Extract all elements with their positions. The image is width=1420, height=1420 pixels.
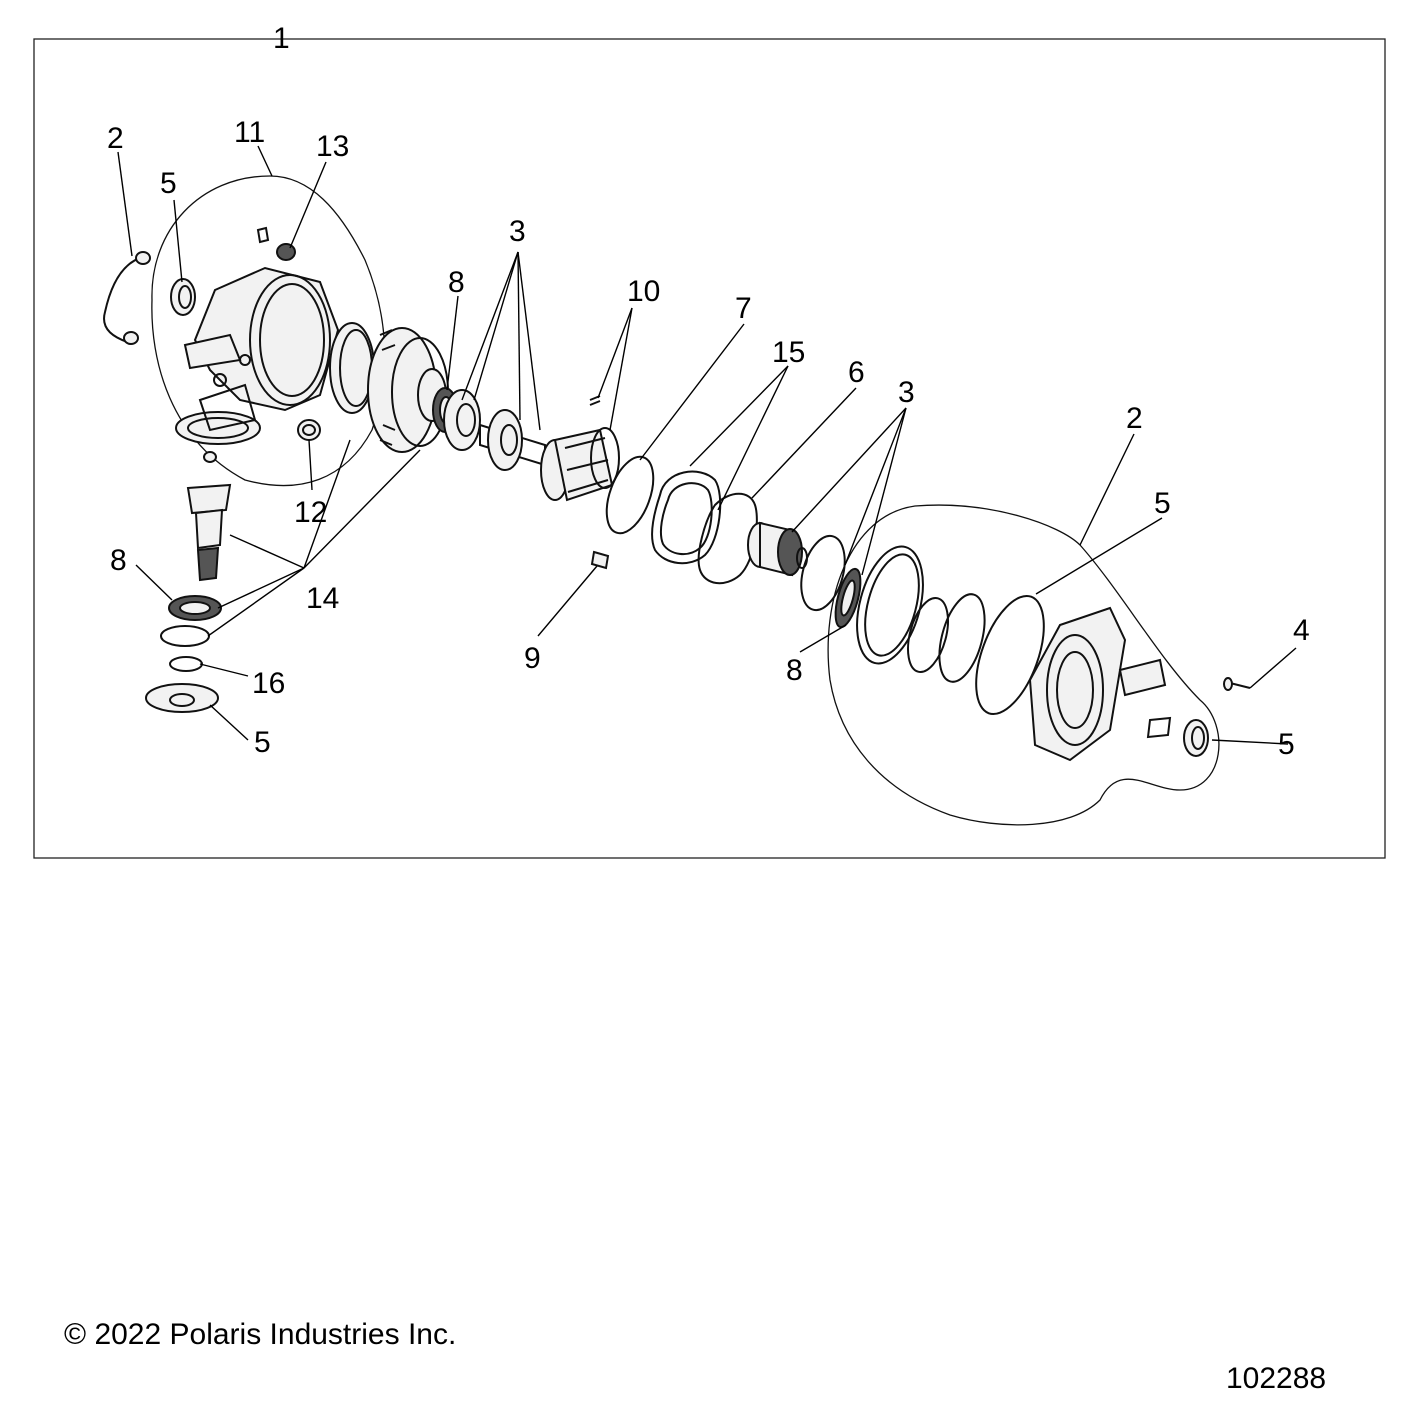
- copyright-notice: © 2022 Polaris Industries Inc.: [64, 1318, 457, 1351]
- drain-plug: [297, 419, 321, 441]
- callout-3-left: 3: [509, 215, 526, 248]
- shaft-assembly: [443, 389, 546, 471]
- callout-3-right: 3: [898, 376, 915, 409]
- coil-ring-inner: [864, 553, 920, 657]
- coil-ring: [856, 545, 924, 665]
- seal-lower-left: [145, 683, 219, 713]
- fill-plug: [276, 243, 296, 261]
- callout-4: 4: [1293, 614, 1310, 647]
- armature-plate-inner: [659, 482, 713, 556]
- callout-15: 15: [772, 336, 805, 369]
- cover-group-outline: [827, 504, 1220, 826]
- roller-cage: [540, 427, 620, 502]
- breather-tube-end-bottom: [123, 331, 139, 345]
- callout-2-right: 2: [1126, 402, 1143, 435]
- bearing-plate: [800, 534, 846, 612]
- housing-group-outline: [151, 175, 386, 487]
- pinion-shaft: [186, 451, 232, 582]
- seal-ring: [938, 593, 986, 683]
- callout-5-right-lower: 5: [1278, 728, 1295, 761]
- callout-labels: 1 2 11 13 5 3 10 8 7 15 6 3 2 5 12 8 14 …: [107, 22, 1310, 761]
- callout-8-right: 8: [786, 654, 803, 687]
- gearcase-housing: [175, 266, 340, 445]
- seal-lower-left-inner: [169, 693, 195, 707]
- vent-fitting: [256, 226, 270, 244]
- seal-right-lower-inner: [1191, 726, 1205, 750]
- wave-ring: [907, 597, 949, 673]
- callout-5-right-upper: 5: [1154, 487, 1171, 520]
- callout-2-left: 2: [107, 122, 124, 155]
- ring-gear: [367, 327, 449, 453]
- callout-9: 9: [524, 642, 541, 675]
- o-ring-small: [169, 656, 203, 672]
- seal-upper-left-inner: [178, 285, 192, 309]
- callout-10: 10: [627, 275, 660, 308]
- callout-16: 16: [252, 667, 285, 700]
- callout-7: 7: [735, 292, 752, 325]
- callout-13: 13: [316, 130, 349, 163]
- callout-8-left: 8: [110, 544, 127, 577]
- callout-8-upper: 8: [448, 266, 465, 299]
- callout-12: 12: [294, 496, 327, 529]
- snap-ring: [160, 625, 210, 647]
- armature-plate: [651, 470, 722, 565]
- diagram-frame: [33, 38, 1386, 859]
- callout-11: 11: [234, 116, 265, 149]
- bearing-left-inner: [179, 601, 211, 615]
- bearing-right-inner: [840, 579, 856, 617]
- o-ring: [975, 594, 1045, 716]
- callout-1: 1: [273, 22, 290, 55]
- callout-5-lower-left: 5: [254, 726, 271, 759]
- breather-tube: [103, 256, 144, 344]
- breather-tube-end-top: [135, 251, 151, 265]
- gasket: [605, 455, 655, 535]
- drawing-number: 102288: [1226, 1362, 1327, 1395]
- friction-plate: [697, 492, 758, 585]
- drive-hub: [747, 521, 808, 577]
- drain-plug-inner: [302, 424, 316, 436]
- dowel-pin: [590, 550, 610, 570]
- callout-6: 6: [848, 356, 865, 389]
- callout-14: 14: [306, 582, 339, 615]
- leader-lines: [117, 145, 1297, 745]
- callout-5-upper-left: 5: [160, 167, 177, 200]
- gearcase-cover: [1028, 606, 1172, 762]
- bolt: [1223, 677, 1251, 691]
